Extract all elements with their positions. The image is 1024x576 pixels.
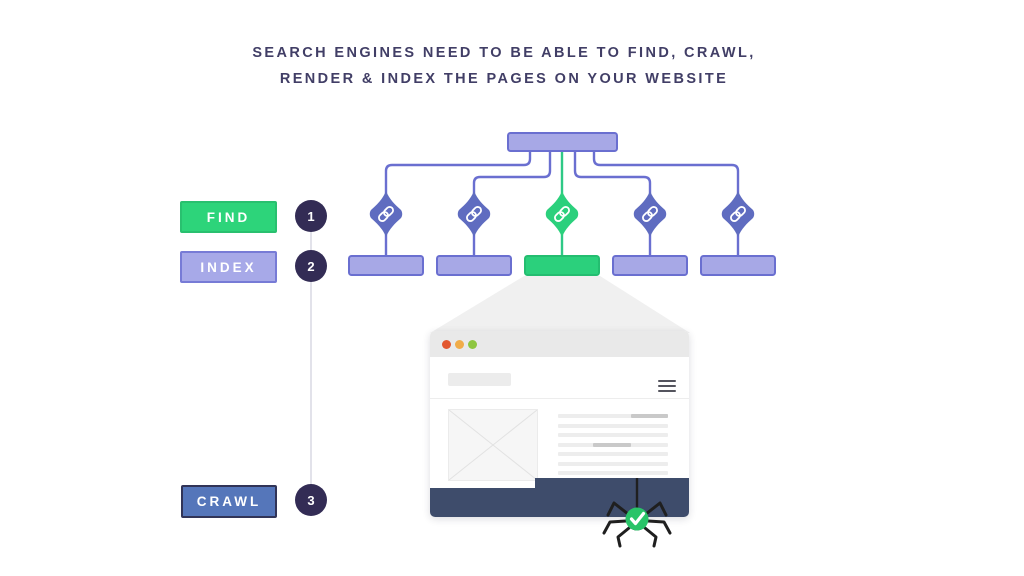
page-node (348, 255, 424, 276)
connector-line (472, 151, 552, 195)
link-node-highlighted (545, 191, 579, 237)
link-node (369, 191, 403, 237)
link-node (721, 191, 755, 237)
step-circle-1: 1 (295, 200, 327, 232)
step-number-1: 1 (307, 208, 315, 224)
step-circle-3: 3 (295, 484, 327, 516)
step-number-3: 3 (307, 492, 315, 508)
window-dot-green-icon (468, 340, 477, 349)
spider-icon (602, 478, 672, 548)
page-node (612, 255, 688, 276)
spider-legs (602, 501, 672, 548)
text-line (558, 414, 668, 418)
step-circle-2: 2 (295, 250, 327, 282)
text-line (558, 452, 668, 456)
text-line (558, 471, 668, 475)
window-dot-red-icon (442, 340, 451, 349)
step-timeline (310, 216, 312, 500)
connector-stem (384, 233, 740, 258)
text-line (558, 461, 668, 466)
crawl-label: CRAWL (196, 494, 262, 509)
page-title-line2: RENDER & INDEX THE PAGES ON YOUR WEBSITE (279, 71, 729, 87)
hamburger-menu-icon (658, 380, 676, 392)
footer-band-left (430, 488, 535, 517)
connector-line (592, 151, 740, 195)
connector-line (384, 151, 532, 195)
find-label: FIND (206, 209, 251, 225)
text-placeholder-lines (558, 414, 668, 481)
browser-navbar (430, 357, 689, 399)
page-title-line1: SEARCH ENGINES NEED TO BE ABLE TO FIND, … (252, 45, 756, 61)
text-line (558, 433, 668, 437)
link-node (633, 191, 667, 237)
text-line (558, 423, 668, 428)
text-line-highlight (631, 414, 668, 418)
sitemap-diagram (348, 132, 776, 276)
page-node-highlighted (524, 255, 600, 276)
text-line (558, 442, 668, 447)
logo-placeholder (448, 373, 511, 386)
hero-image-placeholder (448, 409, 538, 481)
image-x-icon (448, 409, 538, 481)
check-icon (629, 511, 646, 526)
find-label-badge: FIND (180, 201, 277, 233)
connector-line (573, 151, 652, 195)
index-label: INDEX (200, 259, 257, 275)
step-number-2: 2 (307, 258, 315, 274)
crawl-label-badge: CRAWL (181, 485, 277, 518)
link-node (457, 191, 491, 237)
check-badge (625, 507, 649, 531)
page-title: SEARCH ENGINES NEED TO BE ABLE TO FIND, … (0, 40, 1008, 92)
page-node (436, 255, 512, 276)
root-page-node (507, 132, 618, 152)
index-label-badge: INDEX (180, 251, 277, 283)
browser-titlebar (430, 331, 689, 357)
text-line-highlight (593, 442, 631, 447)
page-node (700, 255, 776, 276)
window-dot-yellow-icon (455, 340, 464, 349)
browser-window (430, 331, 689, 517)
